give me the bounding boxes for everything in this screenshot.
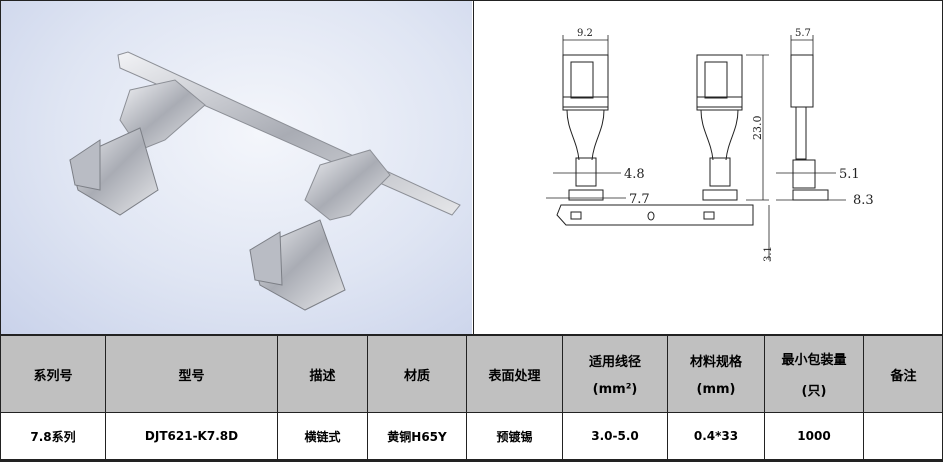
dim-side-crimp: 5.1 — [839, 167, 860, 182]
terminal-photo-image — [69, 51, 461, 311]
header-remarks: 备注 — [863, 334, 943, 413]
cell-remarks — [863, 412, 943, 461]
header-surface: 表面处理 — [466, 334, 563, 413]
carrier-strip — [556, 204, 754, 226]
dim-strip-height: 3.1 — [763, 246, 774, 262]
dim-side-width: 5.7 — [795, 28, 811, 39]
cell-series: 7.8系列 — [0, 412, 106, 461]
cell-material-spec: 0.4*33 — [667, 412, 765, 461]
header-series: 系列号 — [0, 334, 106, 413]
dim-top-width: 9.2 — [577, 28, 593, 39]
table-header-row: 系列号 型号 描述 材质 表面处理 适用线径 (mm²) 材料规格 (mm) 最小包… — [0, 334, 943, 413]
terminal-front-view-right — [696, 54, 743, 201]
cell-description: 横链式 — [277, 412, 368, 461]
terminal-front-view-left — [562, 54, 609, 201]
dim-base-width: 7.7 — [629, 192, 650, 207]
header-wire-size-label: 适用线径 — [588, 355, 641, 370]
header-model: 型号 — [105, 334, 278, 413]
cell-wire-size: 3.0-5.0 — [562, 412, 668, 461]
spec-table: 系列号 型号 描述 材质 表面处理 适用线径 (mm²) 材料规格 (mm) 最小包… — [0, 334, 943, 461]
header-material-spec: 材料规格 (mm) — [667, 334, 765, 413]
header-min-package-label: 最小包装量 — [781, 353, 847, 368]
product-photo — [0, 0, 472, 334]
dim-height: 23.0 — [751, 116, 764, 141]
header-min-package: 最小包装量 (只) — [764, 334, 864, 413]
cell-material: 黄铜H65Y — [367, 412, 467, 461]
header-material-spec-unit: (mm) — [696, 382, 736, 397]
technical-drawing: 9.2 5.7 23.0 4.8 7.7 5.1 8.3 3.1 — [473, 0, 943, 334]
dim-side-base: 8.3 — [853, 193, 874, 208]
terminal-side-view — [790, 54, 829, 201]
header-description: 描述 — [277, 334, 368, 413]
table-row: 7.8系列 DJT621-K7.8D 横链式 黄铜H65Y 预镀锡 3.0-5.… — [0, 412, 943, 461]
header-wire-size-unit: (mm²) — [592, 382, 638, 397]
cell-model: DJT621-K7.8D — [105, 412, 278, 461]
header-wire-size: 适用线径 (mm²) — [562, 334, 668, 413]
cell-min-package: 1000 — [764, 412, 864, 461]
header-material: 材质 — [367, 334, 467, 413]
header-material-spec-label: 材料规格 — [689, 355, 742, 370]
header-min-package-unit: (只) — [801, 384, 827, 399]
dim-crimp-width: 4.8 — [624, 167, 645, 182]
cell-surface: 预镀锡 — [466, 412, 563, 461]
